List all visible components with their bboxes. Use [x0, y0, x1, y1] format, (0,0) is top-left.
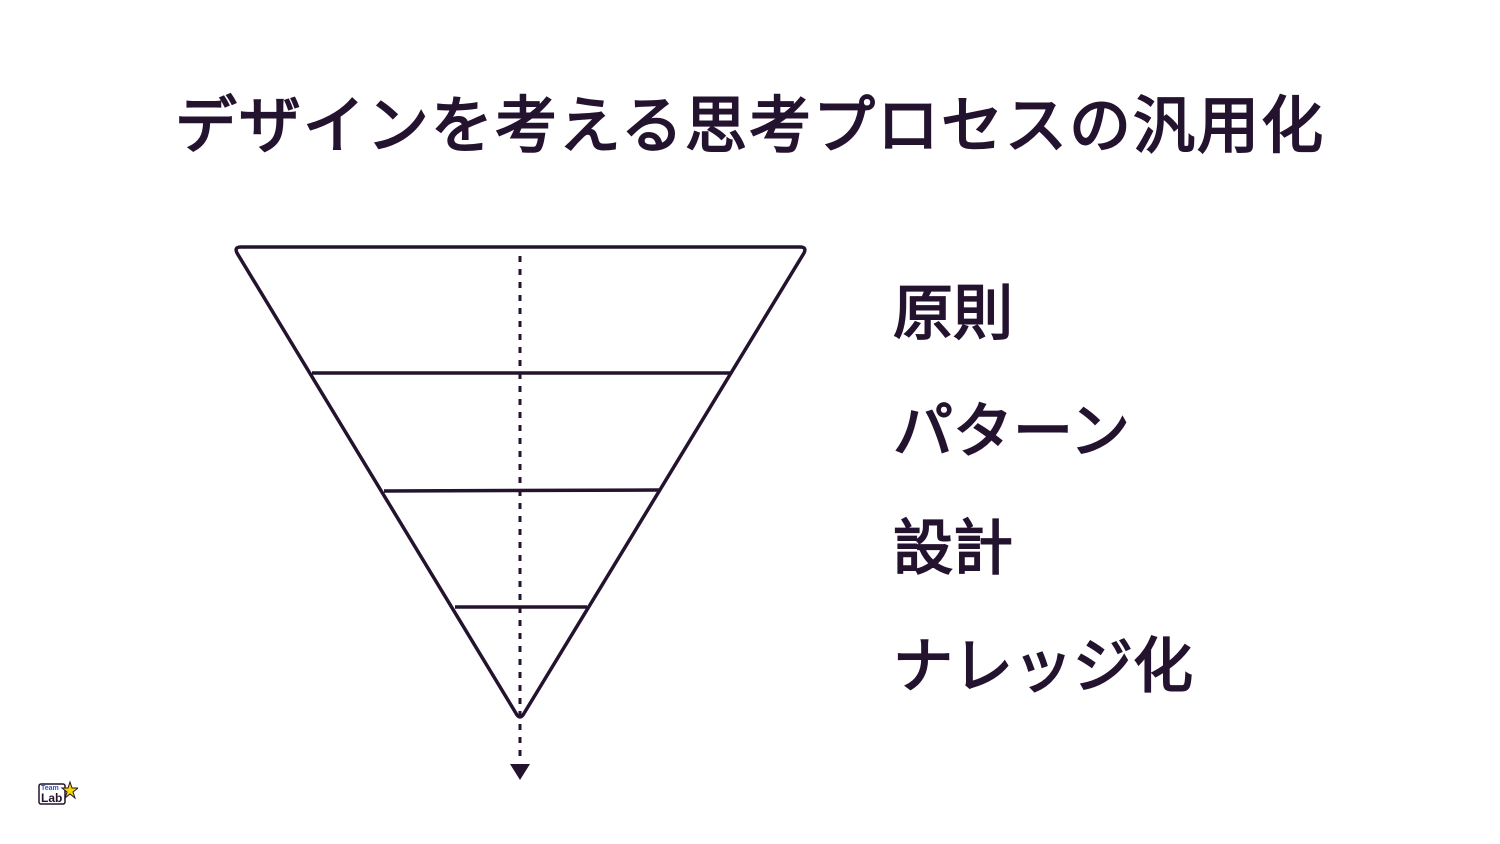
level-label-pattern: パターン: [893, 397, 1130, 467]
level-label-knowledge: ナレッジ化: [893, 632, 1193, 702]
level-label-design: 設計: [893, 514, 1013, 584]
level-label-principle: 原則: [893, 279, 1013, 349]
team-lab-logo: Team Lab: [38, 780, 78, 805]
slide-title: デザインを考える思考プロセスの汎用化: [174, 89, 1326, 162]
arrow-head-icon: [510, 764, 530, 780]
logo-text-bottom: Lab: [41, 791, 62, 805]
logo-text-top: Team: [41, 785, 59, 792]
logo-star-icon: [60, 780, 78, 800]
